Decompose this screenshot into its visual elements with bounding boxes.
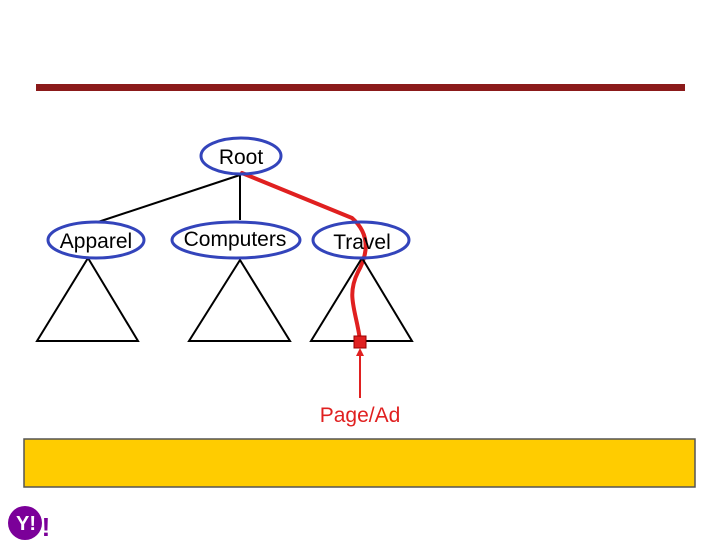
apparel-subtree-triangle <box>35 256 140 342</box>
page-ad-marker <box>353 335 367 349</box>
node-apparel: Apparel <box>46 220 146 260</box>
page-ad-pointer-arrowhead <box>356 348 364 356</box>
node-computers: Computers <box>170 220 302 260</box>
page-ad-label: Page/Ad <box>320 404 401 427</box>
highlight-path <box>240 171 368 342</box>
yahoo-logo-text: Y! <box>16 513 36 535</box>
yellow-banner <box>23 438 696 488</box>
node-travel-label: Travel <box>333 231 391 254</box>
node-root: Root <box>199 136 283 176</box>
travel-subtree-triangle <box>309 256 414 342</box>
node-travel: Travel <box>311 220 411 260</box>
top-divider <box>36 84 685 91</box>
computers-subtree-triangle <box>187 258 292 342</box>
yahoo-logo-exclaim: ! <box>42 512 51 540</box>
node-root-label: Root <box>219 146 264 169</box>
node-apparel-label: Apparel <box>60 230 132 253</box>
yahoo-logo: Y! ! <box>8 506 50 540</box>
node-computers-label: Computers <box>184 228 287 251</box>
edge-root-apparel <box>97 174 241 223</box>
